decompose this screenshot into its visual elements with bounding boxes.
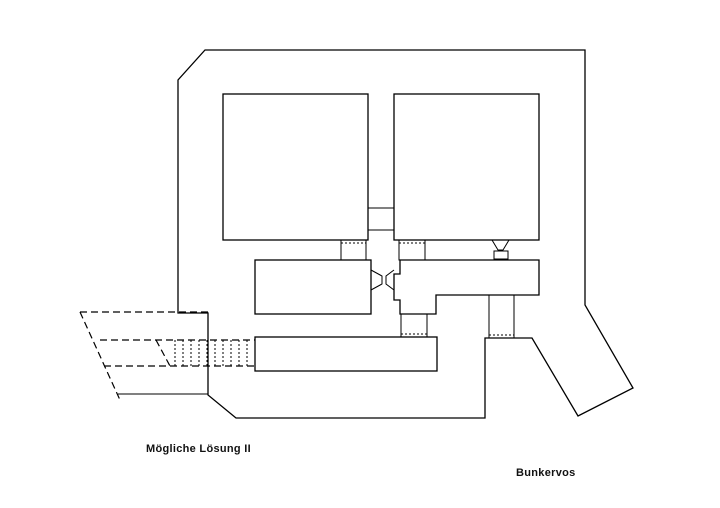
caption-solution: Mögliche Lösung II <box>146 443 252 455</box>
outer-wall-outline <box>177 49 634 419</box>
connector-lower-vertical <box>400 313 428 338</box>
connector-side-vertical <box>488 294 515 339</box>
room-top-right <box>393 93 540 241</box>
connector-left-vertical <box>340 239 367 261</box>
caption-author: Bunkervos <box>516 467 576 479</box>
hatch-top-right <box>491 239 510 260</box>
connector-top <box>367 207 395 231</box>
dashed-entrance-extension <box>79 311 255 401</box>
hatch-right-side <box>385 269 395 291</box>
connector-right-vertical <box>398 239 426 261</box>
room-middle-left <box>254 259 372 315</box>
room-middle-right <box>393 259 540 315</box>
hatch-left-side <box>370 269 383 291</box>
room-top-left <box>222 93 369 241</box>
corridor-room-bottom <box>254 336 438 372</box>
